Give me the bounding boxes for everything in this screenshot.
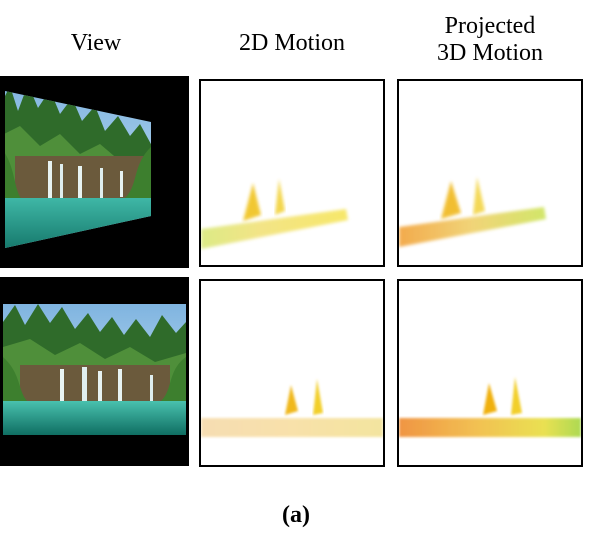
waterfall-scene-frontal — [3, 304, 186, 435]
flow-map-2d-top — [201, 179, 348, 249]
motion-2d-panel-bottom — [199, 279, 385, 467]
motion-3d-panel-bottom — [397, 279, 583, 467]
view-image-frontal — [0, 277, 189, 466]
motion-2d-panel-top — [199, 79, 385, 267]
column-header-view: View — [70, 30, 122, 56]
figure-caption: (a) — [282, 502, 310, 528]
view-image-tilted — [0, 76, 189, 268]
motion-3d-panel-top — [397, 79, 583, 267]
flow-map-2d-bottom — [201, 379, 383, 437]
flow-map-3d-bottom — [399, 377, 581, 437]
column-header-2d-motion: 2D Motion — [238, 30, 345, 56]
waterfall-scene-tilted — [5, 91, 151, 248]
column-header-projected-line1: Projected — [444, 13, 536, 39]
column-header-projected-3d-motion: Projected 3D Motion — [398, 13, 582, 67]
flow-map-3d-top — [399, 177, 546, 247]
column-header-projected-line2: 3D Motion — [436, 40, 543, 66]
